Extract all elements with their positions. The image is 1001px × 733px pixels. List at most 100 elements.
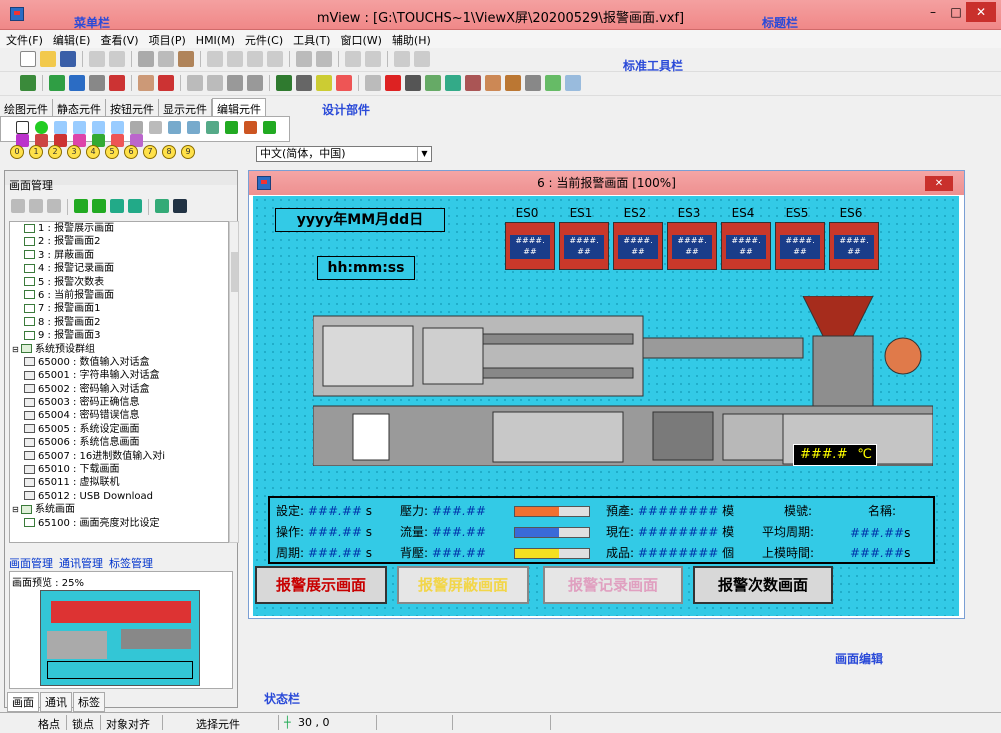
ascii-display-icon[interactable] — [73, 121, 86, 134]
number-2-button[interactable]: 2 — [48, 145, 62, 159]
tree-item[interactable]: 65006 : 系统信息画面 — [10, 436, 228, 449]
tree-item[interactable]: 65012 : USB Download — [10, 490, 228, 503]
indicator-icon[interactable] — [35, 121, 48, 134]
minimize-button[interactable]: – — [930, 5, 936, 19]
paste-screen-icon[interactable] — [29, 199, 43, 213]
tree-item[interactable]: 1 : 报警展示画面 — [10, 222, 228, 235]
paste-icon[interactable] — [178, 51, 194, 67]
new-group-icon[interactable] — [110, 199, 124, 213]
number-7-button[interactable]: 7 — [143, 145, 157, 159]
text-color-icon[interactable] — [336, 75, 352, 91]
tree-item[interactable]: 65100 : 画面亮度对比设定 — [10, 517, 228, 530]
grid-icon[interactable] — [207, 75, 223, 91]
number-5-button[interactable]: 5 — [105, 145, 119, 159]
message-display-icon[interactable] — [130, 121, 143, 134]
lock-status[interactable]: 锁点 — [72, 718, 94, 731]
undo-icon[interactable] — [89, 51, 105, 67]
new-screen-icon[interactable] — [74, 199, 88, 213]
time-display[interactable]: hh:mm:ss — [317, 256, 415, 280]
tree-scrollbar[interactable] — [229, 221, 239, 543]
menu-window[interactable]: 窗口(W) — [340, 34, 382, 47]
panel-dock-bar[interactable] — [5, 171, 237, 185]
close-button[interactable]: ✕ — [966, 2, 996, 22]
same-width-icon[interactable] — [296, 51, 312, 67]
number-6-button[interactable]: 6 — [124, 145, 138, 159]
expand-toggle-icon[interactable]: ⊟ — [12, 505, 19, 515]
tab-communication[interactable]: 通讯 — [40, 692, 72, 712]
screen-properties-icon[interactable] — [128, 199, 142, 213]
alarm-icon[interactable] — [385, 75, 401, 91]
pen-icon[interactable] — [316, 75, 332, 91]
group-icon[interactable] — [345, 51, 361, 67]
same-height-icon[interactable] — [316, 51, 332, 67]
align-center-icon[interactable] — [247, 51, 263, 67]
heater-zone-box[interactable]: ####.## — [775, 222, 825, 270]
tree-item[interactable]: 8 : 报警画面2 — [10, 316, 228, 329]
cut-icon[interactable] — [138, 51, 154, 67]
copy-screen-icon[interactable] — [11, 199, 25, 213]
trend-icon[interactable] — [465, 75, 481, 91]
cycle-value[interactable]: ###.## — [307, 546, 362, 560]
tab-screens[interactable]: 画面 — [7, 692, 39, 712]
bring-front-icon[interactable] — [365, 75, 381, 91]
product-value[interactable]: ######## — [637, 546, 719, 560]
current-value[interactable]: ######## — [637, 525, 719, 539]
average-cycle-value[interactable]: ###.## — [850, 526, 905, 540]
bar-graph-icon[interactable] — [149, 121, 162, 134]
new-file-icon[interactable] — [20, 51, 36, 67]
back-pressure-value[interactable]: ###.## — [431, 546, 486, 560]
wave-icon[interactable] — [111, 134, 124, 147]
ungroup-icon[interactable] — [365, 51, 381, 67]
tree-item[interactable]: 65001 : 字符串输入对话盒 — [10, 369, 228, 382]
preset-value[interactable]: ######## — [637, 504, 719, 518]
menu-tools[interactable]: 工具(T) — [293, 34, 331, 47]
tree-item[interactable]: 65010 : 下载画面 — [10, 463, 228, 476]
alarm-display-icon[interactable] — [244, 121, 257, 134]
tree-item[interactable]: 5 : 报警次数表 — [10, 276, 228, 289]
meter-icon[interactable] — [168, 121, 181, 134]
direction-icon[interactable] — [92, 134, 105, 147]
tab-tags[interactable]: 标签 — [73, 692, 105, 712]
menu-component[interactable]: 元件(C) — [244, 34, 284, 47]
operation-value[interactable]: ###.## — [307, 525, 362, 539]
delete-screen-icon[interactable] — [47, 199, 61, 213]
number-4-button[interactable]: 4 — [86, 145, 100, 159]
menu-edit[interactable]: 编辑(E) — [52, 34, 91, 47]
upload-icon[interactable] — [69, 75, 85, 91]
tree-item[interactable]: ⊟系统预设群组 — [10, 343, 228, 356]
animation-icon[interactable] — [54, 134, 67, 147]
fill-color-icon[interactable] — [276, 75, 292, 91]
preview-thumbnail[interactable] — [40, 590, 200, 686]
download-icon[interactable] — [49, 75, 65, 91]
moving-icon[interactable] — [73, 134, 86, 147]
tree-item[interactable]: 65002 : 密码输入对话盒 — [10, 383, 228, 396]
expand-toggle-icon[interactable]: ⊟ — [12, 344, 19, 354]
number-1-button[interactable]: 1 — [29, 145, 43, 159]
align-status[interactable]: 对象对齐 — [106, 718, 150, 731]
tab-draw-components[interactable]: 绘图元件 — [0, 99, 53, 119]
alarm-mask-screen-button[interactable]: 报警屏蔽画面 — [397, 566, 529, 604]
language-select[interactable]: 中文(简体，中国) ▼ — [256, 146, 432, 162]
heater-zone-box[interactable]: ####.## — [505, 222, 555, 270]
redo-icon[interactable] — [109, 51, 125, 67]
new-window-icon[interactable] — [92, 199, 106, 213]
setting-value[interactable]: ###.## — [307, 504, 362, 518]
zoom-in-icon[interactable] — [227, 75, 243, 91]
zoom-out-icon[interactable] — [247, 75, 263, 91]
chevron-down-icon[interactable]: ▼ — [417, 147, 431, 161]
menu-file[interactable]: 文件(F) — [6, 34, 43, 47]
macro-icon[interactable] — [485, 75, 501, 91]
number-9-button[interactable]: 9 — [181, 145, 195, 159]
date-display[interactable]: yyyy年MM月dd日 — [275, 208, 445, 232]
tree-item[interactable]: 65003 : 密码正确信息 — [10, 396, 228, 409]
number-3-button[interactable]: 3 — [67, 145, 81, 159]
plc-icon[interactable] — [158, 75, 174, 91]
tree-item[interactable]: 9 : 报警画面3 — [10, 329, 228, 342]
alarm-display-screen-button[interactable]: 报警展示画面 — [255, 566, 387, 604]
tree-item[interactable]: 3 : 屏蔽画面 — [10, 249, 228, 262]
clock-icon[interactable] — [111, 121, 124, 134]
tree-item[interactable]: 65007 : 16进制数值输入对i — [10, 450, 228, 463]
tab-display-components[interactable]: 显示元件 — [159, 99, 212, 119]
align-bottom-icon[interactable] — [267, 51, 283, 67]
